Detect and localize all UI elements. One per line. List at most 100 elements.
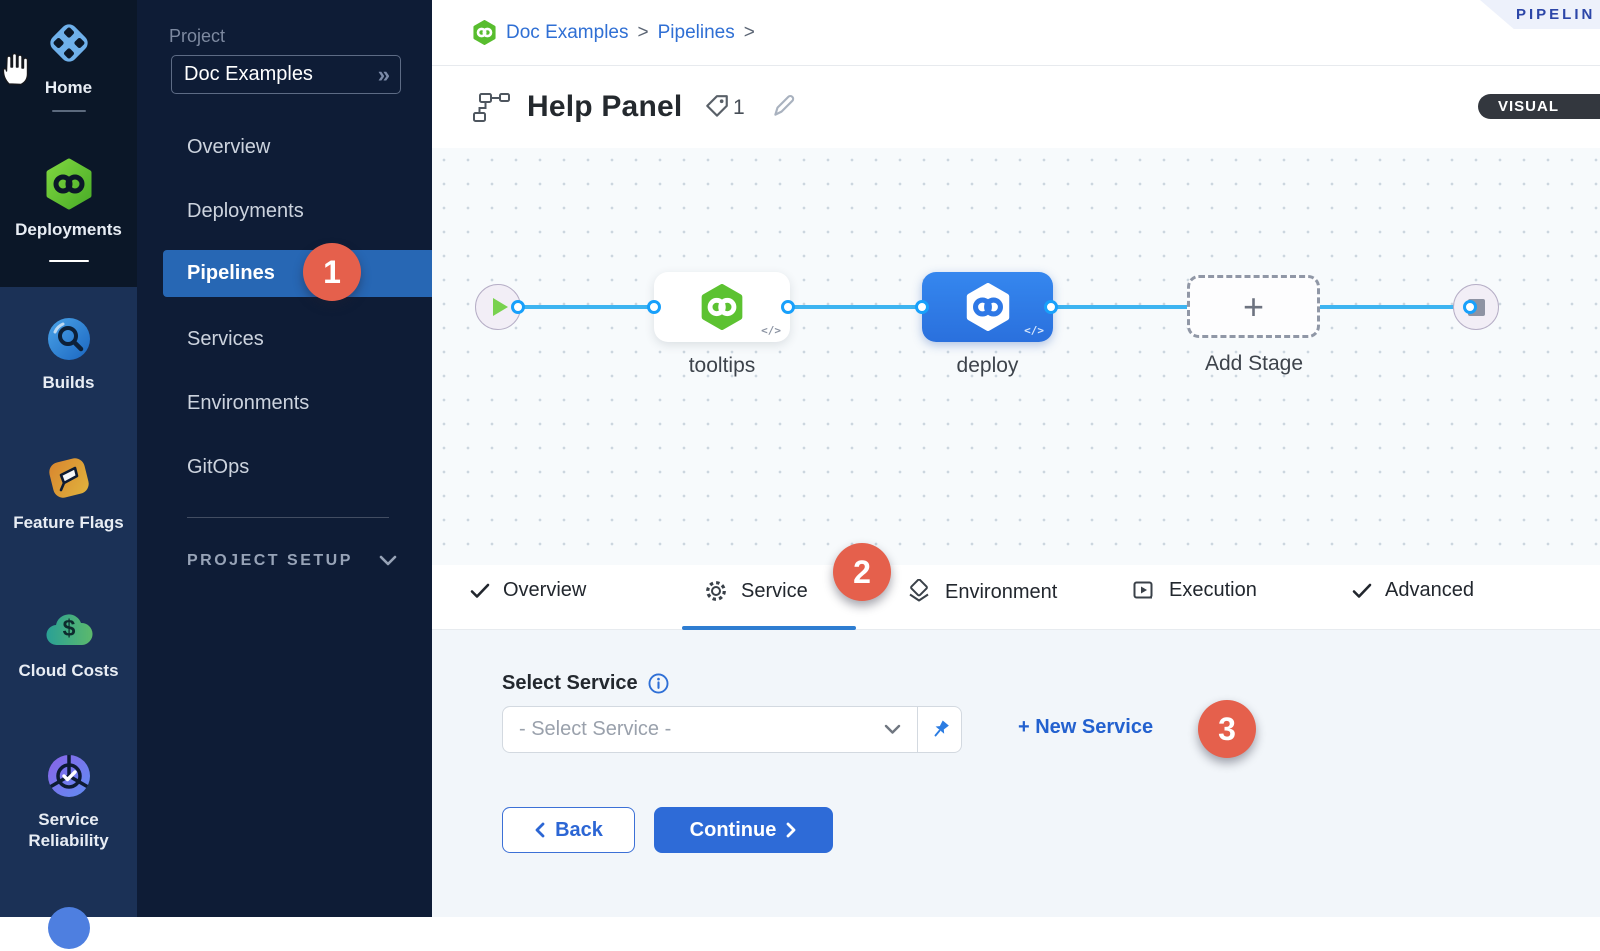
sidebar-item-environments[interactable]: Environments [187,392,310,414]
tab-label: Environment [945,580,1058,603]
execution-play-icon [1133,581,1153,598]
sidebar-item-deployments-nav[interactable]: Deployments [187,200,304,222]
sidebar-item-label: Builds [42,373,95,392]
sidebar-item-services[interactable]: Services [187,328,264,350]
main-content: Doc Examples > Pipelines > PIPELIN Help … [432,0,1600,917]
tab-label: Overview [503,579,587,601]
page-title: Help Panel [527,90,683,123]
connector-port[interactable] [781,300,795,314]
code-badge: </> [761,324,781,337]
harness-stage-icon [966,283,1009,331]
project-selector[interactable]: Doc Examples » [171,55,401,94]
pipeline-edge [518,305,654,309]
sidebar-item-label: Home [44,78,93,97]
check-icon [1352,583,1372,598]
sidebar-item-pipelines[interactable]: Pipelines [163,250,432,297]
pipeline-edge [788,305,922,309]
project-section-label: Project [169,26,226,46]
info-icon[interactable] [648,673,669,694]
connector-port[interactable] [915,300,929,314]
tab-label: Advanced [1385,579,1474,601]
select-service-label: Select Service [502,672,638,694]
pipeline-header: Help Panel 1 VISUAL [432,66,1600,148]
sidebar-item-cloud-costs[interactable]: $ Cloud Costs [0,607,137,681]
edit-pencil-icon[interactable] [770,92,798,120]
add-stage-label: Add Stage [1204,352,1304,375]
project-name: Doc Examples [184,63,313,85]
active-module-indicator [49,260,89,262]
pipeline-flowchart-icon [473,93,510,122]
back-label: Back [555,818,603,841]
breadcrumb: Doc Examples > Pipelines > [432,0,1600,66]
plus-icon: + [1242,285,1265,327]
chevron-down-icon [884,724,901,734]
partial-module-icon [47,907,90,949]
connector-port[interactable] [647,300,661,314]
deployments-icon [0,158,137,210]
sidebar-item-label: Feature Flags [13,513,124,532]
connector-port[interactable] [511,300,525,314]
tab-environment[interactable]: Environment [906,579,1057,605]
chevron-left-icon [535,822,545,838]
breadcrumb-separator: > [637,21,649,43]
chevron-right-icon [786,822,796,838]
breadcrumb-pipelines-link[interactable]: Pipelines [657,21,735,43]
builds-icon [0,315,137,363]
harness-stage-icon [701,284,743,330]
service-select-dropdown[interactable] [503,707,917,752]
connector-port[interactable] [1044,300,1058,314]
tab-overview[interactable]: Overview [470,579,586,602]
sidebar-item-builds[interactable]: Builds [0,315,137,393]
annotation-badge-1: 1 [303,243,361,301]
home-divider [52,110,86,112]
new-service-link[interactable]: + New Service [1018,716,1154,738]
connector-port[interactable] [1463,300,1477,314]
annotation-badge-2: 2 [833,543,891,601]
tab-label: Service [741,579,808,602]
pin-icon [934,720,949,736]
sidebar-item-gitops[interactable]: GitOps [187,456,250,478]
sidebar-divider [187,517,389,518]
cloud-costs-icon: $ [0,607,137,651]
sidebar-item-deployments[interactable]: Deployments [0,158,137,240]
sidebar-item-label: Deployments [15,220,122,239]
pipeline-studio-tab: PIPELIN [1480,0,1600,29]
service-reliability-icon [0,752,137,800]
project-setup-label: PROJECT SETUP [187,552,353,569]
tab-execution[interactable]: Execution [1132,579,1257,602]
sidebar-item-service-reliability[interactable]: Service Reliability [0,752,137,851]
feature-flags-icon [0,453,137,503]
selected-tab-indicator [682,626,856,630]
pipeline-studio-label: PIPELIN [1516,6,1596,23]
continue-button[interactable]: Continue [654,807,833,853]
chevron-down-icon [379,555,397,566]
service-select-group [502,706,962,753]
tab-advanced[interactable]: Advanced [1352,579,1474,602]
back-button[interactable]: Back [502,807,635,853]
sidebar-item-feature-flags[interactable]: Feature Flags [0,453,137,533]
add-stage-button[interactable]: + [1187,275,1320,338]
tag-count: 1 [733,96,745,119]
sidebar-item-label: Pipelines [187,262,275,284]
project-setup-toggle[interactable]: PROJECT SETUP [187,552,397,570]
stage-node-deploy[interactable]: </> [922,272,1053,342]
service-select-input[interactable] [519,718,884,741]
tags-icon[interactable] [704,94,730,120]
visual-yaml-toggle[interactable]: VISUAL [1478,94,1600,119]
pipeline-edge [1051,305,1187,309]
stage-node-tooltips[interactable]: </> [654,272,790,342]
visual-toggle-label: VISUAL [1498,98,1560,115]
code-badge: </> [1024,324,1044,337]
double-chevron-right-icon[interactable]: » [377,61,390,87]
sidebar-item-home[interactable]: Home [0,18,137,98]
pipeline-canvas[interactable]: </> </> + tooltips deploy Add Stage [432,148,1600,565]
layers-icon [909,579,929,602]
gear-icon [706,581,726,601]
breadcrumb-project-link[interactable]: Doc Examples [506,21,629,43]
pin-toggle[interactable] [917,707,961,752]
sidebar-item-next-module-partial[interactable] [0,905,137,951]
tab-service[interactable]: Service [704,579,808,603]
sidebar-item-overview[interactable]: Overview [187,136,271,158]
breadcrumb-separator: > [743,21,755,43]
service-config-panel: Select Service [432,630,1600,917]
